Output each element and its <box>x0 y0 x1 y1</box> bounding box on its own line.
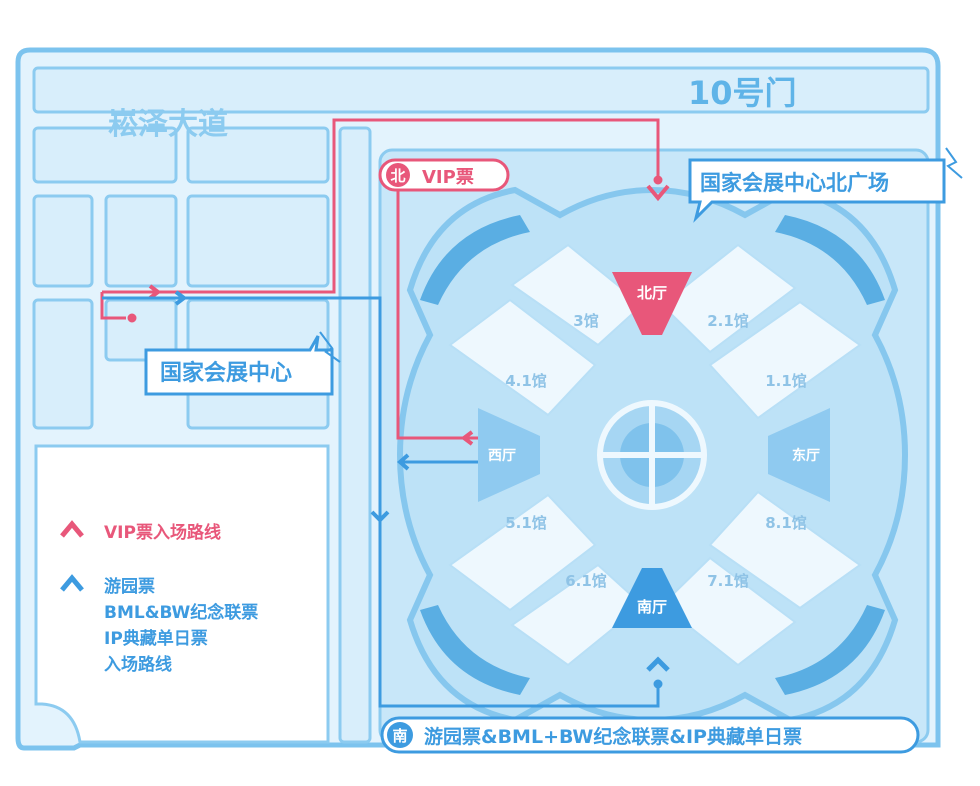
south-entrance-pill <box>380 716 920 754</box>
south-badge <box>387 722 413 748</box>
center-label: 国家会展中心 <box>160 360 292 386</box>
hall-6-1-label: 6.1馆 <box>565 572 607 590</box>
north-lobby <box>612 272 692 335</box>
north-plaza-sparkle-icon <box>945 147 963 179</box>
legend-card <box>34 444 330 744</box>
hall-1-1 <box>708 300 862 420</box>
north-entrance-label: VIP票 <box>422 167 474 188</box>
gate-label: 10号门 <box>688 74 797 112</box>
lobby-east-label: 东厅 <box>792 447 820 464</box>
north-plaza-callout <box>688 158 946 223</box>
hall-3-label: 3馆 <box>573 312 598 330</box>
west-lobby <box>478 408 540 502</box>
hall-8-1 <box>708 490 862 610</box>
north-entrance-pill <box>378 158 510 192</box>
south-lobby <box>612 568 692 628</box>
legend-general-line-1: 游园票 <box>104 576 155 597</box>
hall-4-1-label: 4.1馆 <box>505 372 547 390</box>
hall-7-1-label: 7.1馆 <box>707 572 749 590</box>
north-badge <box>386 163 410 187</box>
legend-general-line-2: BML&BW纪念联票 <box>104 602 258 623</box>
general-route <box>102 290 670 708</box>
city-blocks <box>32 126 372 744</box>
south-badge-text: 南 <box>392 727 407 745</box>
legend-general-line-3: IP典藏单日票 <box>104 628 208 649</box>
east-lobby <box>768 408 830 502</box>
hall-5-1 <box>448 493 597 612</box>
hall-5-1-label: 5.1馆 <box>505 514 547 532</box>
hall-7-1 <box>660 556 797 667</box>
hall-8-1-label: 8.1馆 <box>765 514 807 532</box>
center-callout <box>144 335 334 396</box>
north-plaza-label: 国家会展中心北广场 <box>700 171 889 195</box>
south-entrance-label: 游园票&BML+BW纪念联票&IP典藏单日票 <box>424 725 802 748</box>
hall-4-1 <box>448 298 597 417</box>
legend-vip-label: VIP票入场路线 <box>104 522 221 543</box>
legend-general-line-4: 入场路线 <box>104 654 172 675</box>
hall-2-1-label: 2.1馆 <box>707 312 749 330</box>
lobby-west-label: 西厅 <box>488 448 516 464</box>
road-label: 崧泽大道 <box>108 107 228 142</box>
legend-general-icon <box>60 574 84 592</box>
center-sparkle-icon <box>319 331 341 363</box>
hall-2-1 <box>660 243 797 354</box>
lobby-north-label: 北厅 <box>637 284 667 302</box>
top-road-strip <box>32 66 930 114</box>
lobby-south-label: 南厅 <box>637 598 667 616</box>
hall-1-1-label: 1.1馆 <box>765 372 807 390</box>
north-badge-text: 北 <box>390 167 405 185</box>
legend-vip-icon <box>60 520 84 538</box>
